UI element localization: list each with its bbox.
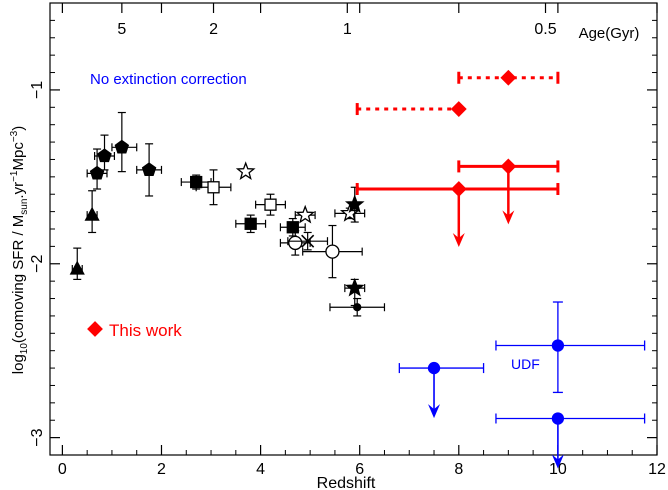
this-work-point — [457, 69, 560, 86]
y-tick-label: −3 — [29, 428, 46, 446]
literature-point — [344, 186, 365, 223]
pentagon-marker — [97, 148, 112, 163]
square-marker — [207, 181, 220, 194]
diamond-marker — [500, 158, 517, 175]
literature-point — [334, 203, 366, 222]
literature-point — [84, 190, 100, 234]
triangle-marker — [84, 206, 100, 221]
y-axis-title: log10(comoving SFR / Msun.yr−1Mpc−3) — [9, 126, 30, 374]
x-axis-title: Redshift — [317, 475, 376, 490]
circle-marker — [551, 339, 565, 352]
literature-point — [136, 143, 163, 197]
top-age-tick-label: 1 — [343, 21, 352, 38]
top-age-tick-label: 5 — [117, 21, 126, 38]
literature-point — [344, 277, 366, 307]
this-work-point — [457, 158, 560, 225]
circle-marker — [325, 244, 340, 259]
diamond-marker — [500, 69, 517, 86]
literature-point — [86, 148, 108, 190]
this-work-point — [355, 101, 467, 117]
diamond-marker — [450, 181, 467, 197]
chart-text: No extinction correction This work UDF R… — [9, 25, 639, 490]
extinction-annotation: No extinction correction — [90, 71, 247, 88]
x-tick-label: 4 — [256, 461, 265, 478]
literature-point — [287, 231, 329, 251]
literature-point — [111, 111, 138, 173]
literature-point — [69, 247, 85, 281]
this-work-legend — [87, 321, 103, 337]
pentagon-marker — [114, 139, 130, 154]
square-marker — [286, 221, 299, 234]
star-marker — [344, 194, 365, 214]
x-tick-label: 2 — [157, 461, 166, 478]
cross-marker — [301, 234, 315, 248]
x-tick-label: 0 — [58, 461, 67, 478]
literature-point — [235, 161, 256, 180]
x-tick-label: 8 — [454, 461, 463, 478]
udf-annotation: UDF — [511, 356, 540, 372]
circle-marker — [427, 361, 441, 375]
top-axis-title: Age(Gyr) — [579, 25, 640, 42]
star-marker — [339, 203, 360, 222]
pentagon-marker — [89, 165, 105, 180]
upper-limit-arrowhead — [452, 233, 465, 248]
y-tick-label: −2 — [29, 255, 46, 273]
this-work-point — [355, 181, 560, 248]
square-marker — [264, 198, 277, 211]
top-age-tick-label: 0.5 — [534, 21, 556, 38]
udf-point — [495, 412, 646, 469]
udf-point — [398, 361, 485, 419]
square-marker — [244, 217, 257, 230]
circle-marker — [551, 412, 565, 425]
diamond-marker — [450, 101, 467, 117]
star-marker — [235, 161, 256, 180]
y-tick-label: −1 — [29, 81, 46, 99]
triangle-marker — [69, 260, 85, 275]
x-tick-label: 10 — [549, 461, 567, 478]
circle-marker — [288, 235, 303, 251]
x-tick-label: 6 — [355, 461, 364, 478]
pentagon-marker — [141, 162, 157, 177]
this-work-legend-label: This work — [109, 321, 182, 340]
upper-limit-arrowhead — [551, 454, 564, 469]
literature-point — [302, 224, 363, 279]
literature-point — [294, 204, 316, 224]
cross-stroke — [301, 234, 315, 248]
star-marker — [295, 204, 316, 224]
literature-point — [195, 169, 232, 206]
literature-point — [255, 193, 286, 216]
literature-point — [93, 134, 116, 171]
literature-point — [235, 214, 267, 234]
udf-point — [495, 301, 646, 394]
literature-point — [329, 297, 386, 317]
upper-limit-arrowhead — [502, 210, 515, 225]
circle-marker — [353, 303, 362, 312]
axes: 0 2 4 6 8 10 12 −1 −2 −3 5 2 1 0.5 — [29, 2, 666, 478]
upper-limit-arrowhead — [428, 404, 441, 419]
star-marker — [344, 277, 365, 297]
data-marks — [69, 69, 646, 469]
diamond-marker — [87, 321, 103, 337]
x-tick-label: 12 — [648, 461, 666, 478]
top-age-tick-label: 2 — [209, 21, 218, 38]
